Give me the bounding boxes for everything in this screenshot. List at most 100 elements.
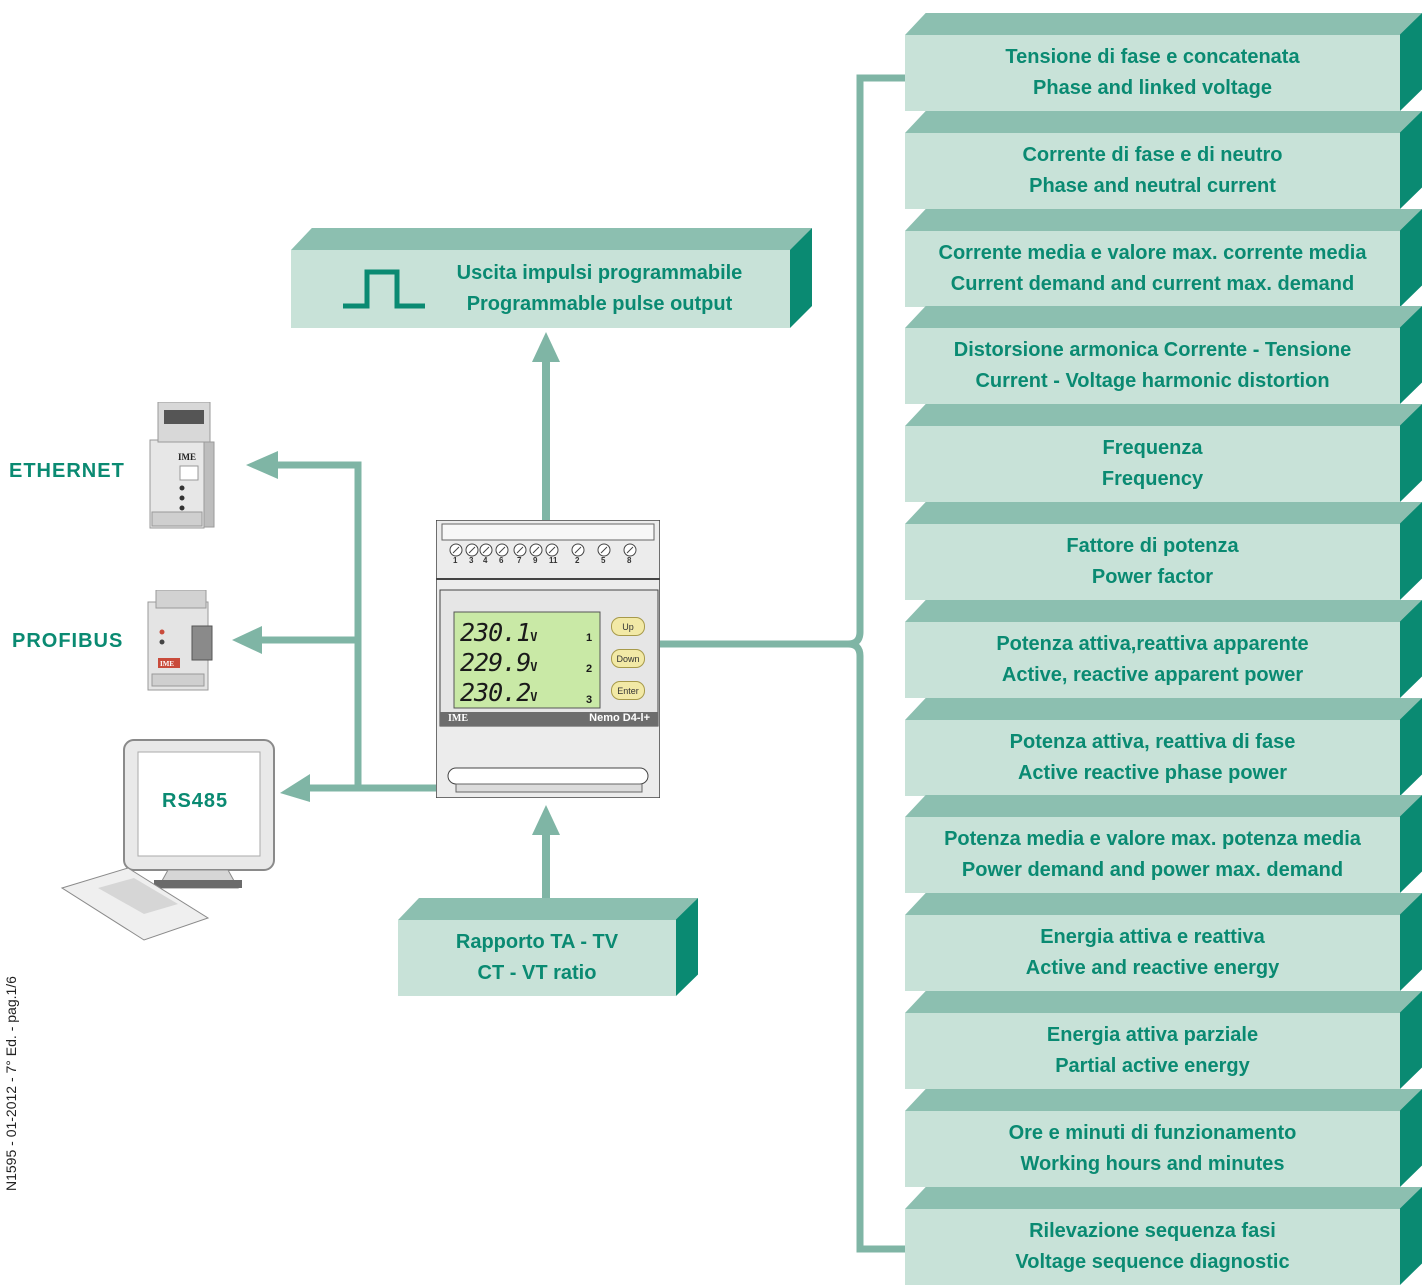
- terminal-number: 5: [601, 556, 606, 565]
- box-face: Corrente media e valore max. corrente me…: [905, 231, 1400, 307]
- svg-text:IME: IME: [178, 452, 196, 462]
- ratio-label-en: CT - VT ratio: [477, 962, 597, 984]
- box-top: [905, 1089, 1422, 1111]
- terminal-number: 9: [533, 556, 538, 565]
- measurement-box: Distorsione armonica Corrente - Tensione…: [905, 306, 1422, 404]
- measurement-label-it: Frequenza: [1102, 437, 1203, 459]
- box-side: [1400, 111, 1422, 209]
- measurement-label-it: Potenza attiva,reattiva apparente: [996, 633, 1309, 655]
- terminal-number: 2: [575, 556, 580, 565]
- box-side: [1400, 600, 1422, 698]
- meter-to-measurements-line: [660, 74, 905, 648]
- box-top: [905, 991, 1422, 1013]
- measurement-label-en: Power demand and power max. demand: [961, 859, 1344, 881]
- enter-button[interactable]: Enter: [611, 681, 645, 700]
- meter-model: Nemo D4-l+: [589, 712, 650, 724]
- lcd-value: 230.1: [460, 618, 531, 647]
- box-side: [1400, 893, 1422, 991]
- measurement-label-en: Active and reactive energy: [1025, 957, 1280, 979]
- terminal-block: [449, 543, 637, 557]
- footnote: N1595 - 01-2012 - 7° Ed. - pag.1/6: [3, 976, 19, 1191]
- box-side: [1400, 991, 1422, 1089]
- measurements-bracket-lower: [847, 640, 905, 1253]
- terminal-number: 1: [453, 556, 458, 565]
- measurement-label-en: Phase and neutral current: [1029, 175, 1276, 197]
- box-face: Distorsione armonica Corrente - Tensione…: [905, 328, 1400, 404]
- lcd-phase-3: 3: [586, 694, 593, 706]
- lcd-unit: V: [530, 690, 537, 704]
- measurement-label-en: Voltage sequence diagnostic: [1015, 1251, 1290, 1273]
- up-button[interactable]: Up: [611, 617, 645, 636]
- measurement-label-en: Working hours and minutes: [1020, 1153, 1285, 1175]
- measurement-label-it: Energia attiva e reattiva: [1040, 926, 1265, 948]
- measurement-label-it: Ore e minuti di funzionamento: [1008, 1122, 1297, 1144]
- pulse-output-label-en: Programmable pulse output: [466, 293, 733, 315]
- measurement-label-it: Corrente di fase e di neutro: [1022, 144, 1283, 166]
- box-side: [1400, 13, 1422, 111]
- measurement-box: Corrente di fase e di neutro Phase and n…: [905, 111, 1422, 209]
- terminal-number: 6: [499, 556, 504, 565]
- down-button[interactable]: Down: [611, 649, 645, 668]
- terminal-number: 7: [517, 556, 522, 565]
- terminal-number: 8: [627, 556, 632, 565]
- measurement-box: Energia attiva parziale Partial active e…: [905, 991, 1422, 1089]
- measurement-box: Ore e minuti di funzionamento Working ho…: [905, 1089, 1422, 1187]
- measurement-box: Rilevazione sequenza fasi Voltage sequen…: [905, 1187, 1422, 1285]
- measurement-label-en: Current - Voltage harmonic distortion: [975, 370, 1330, 392]
- measurement-box: Fattore di potenza Power factor: [905, 502, 1422, 600]
- measurement-label-it: Energia attiva parziale: [1046, 1024, 1259, 1046]
- rs485-label: RS485: [162, 790, 229, 812]
- ratio-label-it: Rapporto TA - TV: [455, 931, 619, 953]
- box-face: Tensione di fase e concatenata Phase and…: [905, 35, 1400, 111]
- measurement-box: Potenza attiva,reattiva apparente Active…: [905, 600, 1422, 698]
- measurement-label-en: Current demand and current max. demand: [950, 273, 1355, 295]
- measurement-box: Potenza media e valore max. potenza medi…: [905, 795, 1422, 893]
- terminal-number: 11: [549, 556, 558, 565]
- box-top: [905, 111, 1422, 133]
- box-face: Fattore di potenza Power factor: [905, 524, 1400, 600]
- box-top: [905, 600, 1422, 622]
- box-side: [1400, 795, 1422, 893]
- box-side: [1400, 502, 1422, 600]
- pulse-output-box: Uscita impulsi programmabile Programmabl…: [291, 228, 812, 328]
- measurement-label-it: Rilevazione sequenza fasi: [1029, 1220, 1276, 1242]
- lcd-value: 229.9: [460, 648, 531, 677]
- comm-bus-line: [278, 461, 436, 792]
- measurement-label-en: Active, reactive apparent power: [1001, 664, 1304, 686]
- lcd-unit: V: [530, 660, 537, 674]
- measurement-label-en: Power factor: [1091, 566, 1214, 588]
- computer-image: [60, 739, 275, 941]
- measurement-box: Energia attiva e reattiva Active and rea…: [905, 893, 1422, 991]
- terminal-number: 3: [469, 556, 474, 565]
- box-top: [905, 893, 1422, 915]
- measurement-label-en: Partial active energy: [1055, 1055, 1250, 1077]
- box-top: [905, 404, 1422, 426]
- ratio-input-box: Rapporto TA - TV CT - VT ratio: [398, 898, 698, 996]
- lcd-reading-1: 230.1V: [460, 618, 538, 647]
- lcd-value: 230.2: [460, 678, 531, 707]
- measurement-label-it: Corrente media e valore max. corrente me…: [938, 242, 1367, 264]
- svg-text:IME: IME: [160, 660, 174, 668]
- box-face: Potenza attiva, reattiva di fase Active …: [905, 720, 1400, 796]
- pulse-waveform-icon: [342, 269, 425, 309]
- terminal-number: 4: [483, 556, 488, 565]
- measurement-label-en: Frequency: [1101, 468, 1204, 490]
- meter-brand: IME: [448, 713, 468, 724]
- box-face: Corrente di fase e di neutro Phase and n…: [905, 133, 1400, 209]
- measurement-label-en: Phase and linked voltage: [1033, 77, 1272, 99]
- lcd-unit: V: [530, 630, 537, 644]
- pulse-output-label-it: Uscita impulsi programmabile: [456, 262, 743, 284]
- measurement-label-it: Fattore di potenza: [1066, 535, 1239, 557]
- box-top: [905, 1187, 1422, 1209]
- measurement-box: Tensione di fase e concatenata Phase and…: [905, 13, 1422, 111]
- box-face: Ore e minuti di funzionamento Working ho…: [905, 1111, 1400, 1187]
- measurement-box: Corrente media e valore max. corrente me…: [905, 209, 1422, 307]
- box-side: [1400, 209, 1422, 307]
- box-face: Energia attiva e reattiva Active and rea…: [905, 915, 1400, 991]
- box-top: [905, 502, 1422, 524]
- measurement-label-it: Tensione di fase e concatenata: [1005, 46, 1300, 68]
- profibus-module-image: IME: [147, 590, 213, 691]
- box-face: Rilevazione sequenza fasi Voltage sequen…: [905, 1209, 1400, 1285]
